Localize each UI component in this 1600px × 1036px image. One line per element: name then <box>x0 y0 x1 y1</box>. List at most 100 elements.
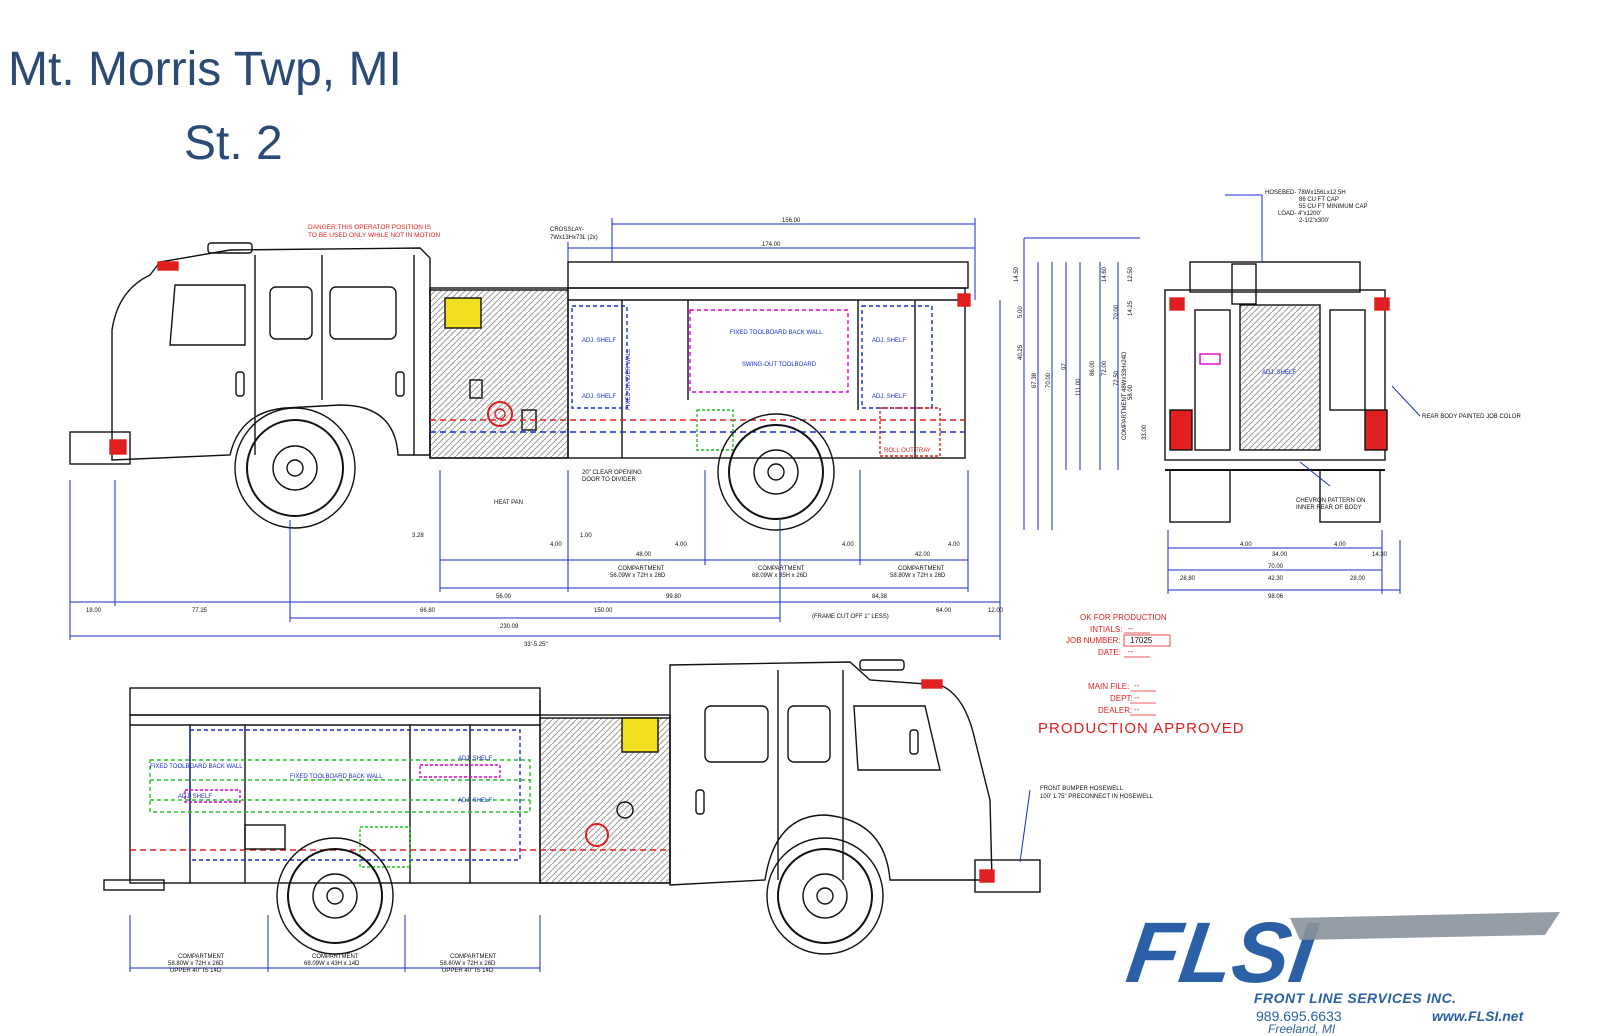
bottom-compartment-1-label: COMPARTMENT <box>178 954 225 960</box>
dim-150-00: 150.00 <box>594 608 613 614</box>
initials-value: -- <box>1128 624 1134 633</box>
approval-block: OK FOR PRODUCTION INTIALS: -- JOB NUMBER… <box>1066 613 1171 716</box>
dim-vert-14-60: 14.60 <box>1102 266 1108 282</box>
rear-dim-28-80: 28.80 <box>1180 576 1196 582</box>
rear-dim-4-00-b: 4.00 <box>1334 542 1346 548</box>
bottom-rear-wheel-arch <box>276 837 394 955</box>
bottom-upper-body <box>129 687 541 716</box>
dealer-value: -- <box>1134 705 1140 714</box>
rear-view-labels: HOSEBED- 78Wx156Lx12.5H 86 CU FT CAP 55 … <box>1180 190 1521 600</box>
bottom-dimension-lines <box>129 789 1031 972</box>
bottom-compartment-3-upper: UPPER 40" IS 14D <box>442 968 494 974</box>
top-rear-wheel <box>728 424 824 520</box>
hosebed-line2: 86 CU FT CAP <box>1299 197 1339 203</box>
top-cab-outline <box>111 247 431 461</box>
bottom-compartment-1-size: 58.80W x 72H x 26D <box>168 961 224 967</box>
rear-dim-4-00-a: 4.00 <box>1240 542 1252 548</box>
hosebed-line5: 2-1/2"x300' <box>1299 218 1329 224</box>
page-title-line1: Mt. Morris Twp, MI <box>8 43 402 96</box>
label-adj-shelf-4: ADJ. SHELF <box>872 394 906 400</box>
label-adj-shelf-3: ADJ. SHELF <box>872 338 906 344</box>
dim-99-80: 99.80 <box>666 594 682 600</box>
job-number-label: JOB NUMBER: <box>1066 636 1121 645</box>
dim-4-00-a: 4.00 <box>550 542 562 548</box>
bottom-front-wheel <box>777 848 873 944</box>
dim-vert-67-38: 67.38 <box>1032 372 1038 388</box>
top-cab-window-1 <box>269 286 313 340</box>
flsi-logo-swoosh <box>1290 912 1560 940</box>
top-view-labels: DANGER:THIS OPERATOR POSITION IS TO BE U… <box>86 218 1148 648</box>
bottom-fixed-toolboard-2: FIXED TOOLBOARD BACK WALL <box>290 774 383 780</box>
dim-4-00-b: 4.00 <box>675 542 687 548</box>
main-file-label: MAIN FILE: <box>1088 682 1129 691</box>
top-front-wheel-arch <box>234 407 356 529</box>
dim-84-38: 84.38 <box>872 594 888 600</box>
dim-vert-33-00: 33.00 <box>1142 424 1148 440</box>
bottom-compartment-2-label: COMPARTMENT <box>312 954 359 960</box>
bottom-compartment-3-label: COMPARTMENT <box>450 954 497 960</box>
label-adj-shelf-1: ADJ. SHELF <box>582 338 616 344</box>
bottom-cab-window-1 <box>704 705 769 763</box>
rear-dim-70-00: 70.00 <box>1268 564 1284 570</box>
dim-vert-111-00: 111.00 <box>1076 378 1082 396</box>
label-heat-pan: HEAT PAN <box>494 500 523 506</box>
bottom-side-view <box>103 659 1041 955</box>
rear-body-outline <box>1164 289 1386 461</box>
dim-vert-97: 97 <box>1062 363 1068 370</box>
label-swing-out: SWING-OUT TOOLBOARD <box>742 362 817 368</box>
label-clear-opening-1: 20" CLEAR OPENING <box>582 470 642 476</box>
dim-3-28: 3.28 <box>412 533 424 539</box>
flsi-logo-text: FLSI <box>1121 905 1323 1001</box>
top-cab-window-2 <box>329 286 397 340</box>
top-dimension-lines <box>69 218 1140 640</box>
rear-dimension-lines <box>1167 194 1421 594</box>
bottom-compartment-2-size: 68.09W x 43H x 14D <box>304 961 360 967</box>
dim-vert-12-50: 12.50 <box>1128 266 1134 282</box>
ok-for-production: OK FOR PRODUCTION <box>1080 613 1167 622</box>
company-phone: 989.695.6633 <box>1256 1008 1342 1024</box>
bottom-compartment-3-size: 58.60W x 72H x 26D <box>440 961 496 967</box>
company-city: Freeland, MI <box>1268 1022 1336 1036</box>
rear-body-painted: REAR BODY PAINTED JOB COLOR <box>1422 414 1521 420</box>
dim-1-00: 1.00 <box>580 533 592 539</box>
label-fixed-divider: FIXED DIVIDER WALL <box>626 348 632 410</box>
label-fixed-toolboard: FIXED TOOLBOARD BACK WALL <box>730 330 823 336</box>
bottom-adj-shelf-1: ADJ. SHELF <box>178 794 212 800</box>
bottom-cab-window-2 <box>787 705 831 763</box>
dim-top-156: 156.00 <box>782 218 801 224</box>
hosebed-line4: LOAD- 4"x1200' <box>1278 211 1321 217</box>
label-roll-out-tray: ROLL OUT TRAY <box>884 448 931 454</box>
bottom-front-wheel-arch <box>766 837 884 955</box>
top-front-bumper <box>69 431 131 465</box>
compartment-3-size: 58.80W x 72H x 26D <box>890 573 946 579</box>
dept-value: -- <box>1134 693 1140 702</box>
dim-vert-40-25: 40.25 <box>1018 344 1024 360</box>
compartment-2-size: 68.09W x 35H x 26D <box>752 573 808 579</box>
label-adj-shelf-2: ADJ. SHELF <box>582 394 616 400</box>
dim-vert-5-00: 5.00 <box>1018 306 1024 318</box>
date-value: -- <box>1128 647 1134 656</box>
bottom-adj-shelf-2: ADJ. SHELF <box>458 756 492 762</box>
production-approved-stamp: PRODUCTION APPROVED <box>1038 720 1245 737</box>
bottom-rear-wheel <box>287 848 383 944</box>
company-name: FRONT LINE SERVICES INC. <box>1254 990 1457 1006</box>
job-number-value: 17025 <box>1130 636 1153 645</box>
front-bumper-line2: 100' 1.75" PRECONNECT IN HOSEWELL <box>1040 794 1154 800</box>
dim-12-00: 12.00 <box>988 608 1004 614</box>
chevron-line1: CHEVRON PATTERN ON <box>1296 498 1365 504</box>
bottom-cab-window-front <box>853 705 941 771</box>
bottom-adj-shelf-3: ADJ. SHELF <box>458 798 492 804</box>
rear-dim-28-00: 28.00 <box>1350 576 1366 582</box>
compartment-1-size: 56.09W x 72H x 26D <box>610 573 666 579</box>
danger-note-line1: DANGER:THIS OPERATOR POSITION IS <box>308 224 432 231</box>
dim-4-00-c: 4.00 <box>842 542 854 548</box>
bottom-fixed-toolboard-1: FIXED TOOLBOARD BACK WALL <box>150 764 243 770</box>
dim-66-80: 66.80 <box>420 608 436 614</box>
dept-label: DEPT: <box>1110 694 1133 703</box>
dim-overall-length: 33'-5.25" <box>524 642 548 648</box>
top-cab-window-front <box>169 284 246 346</box>
hosebed-line3: 55 CU FT MINIMUM CAP <box>1299 204 1368 210</box>
dim-vert-compartment: COMPARTMENT 48Wx33Hx24D <box>1122 351 1128 440</box>
dim-vert-70-00-b: 70.00 <box>1114 304 1120 320</box>
